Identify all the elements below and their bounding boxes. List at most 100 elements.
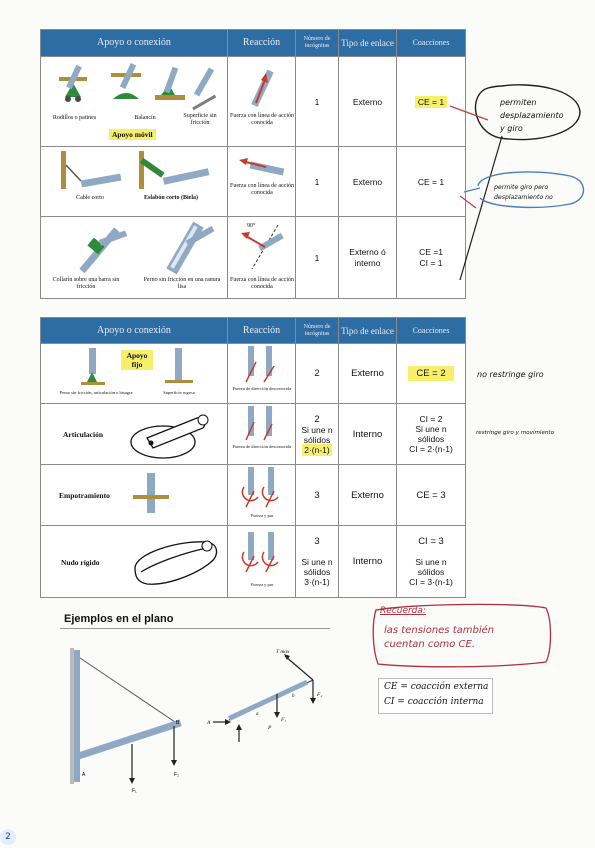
link-type-value: Externo bbox=[338, 56, 397, 147]
label-articulation: Articulación bbox=[63, 430, 103, 439]
unknowns-formula: 3·(n-1) bbox=[304, 577, 330, 587]
constraint-line: sólidos bbox=[417, 567, 445, 577]
unknowns-cell: 3 Si une n sólidos 3·(n-1) bbox=[295, 525, 339, 598]
reaction-force-icon bbox=[245, 346, 275, 383]
note-line: permiten bbox=[500, 98, 537, 107]
examples-title: Ejemplos en el plano bbox=[64, 613, 174, 625]
note-line: desplazamiento no bbox=[494, 194, 553, 201]
support-cell: Collarín sobre una barra sin fricción Pe… bbox=[40, 216, 228, 299]
reaction-cell: Fuerza con línea de acción conocida bbox=[227, 56, 296, 147]
note-bubble-2: permite giro pero desplazamiento no bbox=[494, 183, 586, 203]
collar-pin-slot-icon bbox=[79, 221, 215, 275]
constraint-line: Si une n bbox=[415, 424, 447, 434]
label-f2: F₂ bbox=[317, 692, 323, 698]
reaction-text: Fuerza con línea de acción conocida bbox=[230, 113, 294, 126]
link-type-value: Externo bbox=[338, 343, 397, 404]
reaction-cell: Fuerza de dirección desconocida bbox=[227, 343, 296, 404]
annotation-strokes bbox=[449, 84, 585, 281]
truss-diagram: F₂ F₁ A B bbox=[70, 648, 182, 794]
constraint-line: sólidos bbox=[417, 434, 445, 444]
pin-rough-surface-icon bbox=[81, 348, 193, 385]
constraint-line: CI = 3 bbox=[418, 536, 444, 547]
note-no-restriction: no restringe giro bbox=[477, 370, 544, 379]
header-unknowns: Número de incógnitas bbox=[295, 29, 339, 57]
unknowns-cell: 2 Si une n sólidos 2·(n-1) bbox=[295, 403, 339, 465]
reaction-force-icon bbox=[241, 224, 284, 270]
constraint-cell: CI = 2 Si une n sólidos CI = 2·(n-1) bbox=[396, 403, 466, 465]
examples-divider bbox=[60, 628, 330, 629]
reaction-cell: Fuerza y par bbox=[227, 464, 296, 526]
label-a: A bbox=[207, 720, 211, 726]
reminder-body: las tensiones también cuentan como CE. bbox=[384, 624, 554, 652]
header-constraints: Coacciones bbox=[396, 29, 466, 57]
constraint-value: CE = 2 bbox=[408, 366, 454, 381]
unknowns-value: 1 bbox=[295, 216, 339, 299]
unknowns-value: 3 bbox=[295, 464, 339, 526]
reaction-force-icon bbox=[251, 69, 274, 107]
support-cell: Articulación bbox=[40, 403, 228, 465]
caption-frictionless-surface: Superficie sin fricción bbox=[183, 113, 217, 126]
table-row: Collarín sobre una barra sin fricción Pe… bbox=[40, 216, 466, 299]
header-constraints: Coacciones bbox=[396, 317, 466, 344]
caption-rollers: Rodillos o patines bbox=[52, 115, 97, 121]
unknowns-value: 2 bbox=[314, 413, 320, 425]
note-line: y giro bbox=[500, 124, 523, 133]
link-type-value: Externo bbox=[338, 146, 397, 217]
table-row: Cable corto Eslabón corto (Biela) Fuerza… bbox=[40, 146, 466, 217]
constraint-cell: CI = 3 Si une n sólidos CI = 3·(n-1) bbox=[396, 525, 466, 598]
reminder-line: las tensiones también bbox=[384, 625, 495, 636]
unknowns-value: 1 bbox=[295, 56, 339, 147]
page-number: 2 bbox=[0, 829, 16, 845]
reaction-cell: 90° Fuerza con línea de acción conocida bbox=[227, 216, 296, 299]
caption-short-link: Eslabón corto (Biela) bbox=[144, 195, 198, 201]
reaction-text: Fuerza de dirección desconocida bbox=[232, 444, 292, 449]
support-cell: Nudo rígido bbox=[40, 525, 228, 598]
caption-rocker: Balancín bbox=[134, 115, 156, 121]
constraint-line: Si une n bbox=[415, 557, 447, 567]
note-bubble-1: permiten desplazamiento y giro bbox=[500, 96, 580, 135]
badge-fixed-support: Apoyo fijo bbox=[121, 350, 153, 370]
svg-text:B: B bbox=[176, 720, 180, 726]
reaction-force-icon bbox=[241, 532, 279, 573]
supports-table-1: Apoyo o conexión Reacción Número de incó… bbox=[40, 29, 466, 299]
roller-rocker-surface-icon bbox=[59, 63, 217, 111]
caption-collar: Collarín sobre una barra sin fricción bbox=[52, 277, 120, 290]
constraint-value: CE =1 CI = 1 bbox=[396, 216, 466, 299]
label-b: b bbox=[292, 694, 295, 699]
constraint-line: CI = 2 bbox=[419, 414, 443, 424]
rigid-joint-diagram-icon bbox=[134, 540, 218, 585]
note-line: permite giro pero bbox=[494, 184, 549, 191]
reminder-title: Recuerda: bbox=[380, 606, 426, 616]
reaction-text: Fuerza con línea de acción conocida bbox=[230, 183, 294, 196]
reminder-line: cuentan como CE. bbox=[384, 639, 476, 650]
table-row: Articulación Fuerza de dirección descono… bbox=[40, 403, 466, 465]
support-cell: Apoyo fijo Perno sin fricción, articulac… bbox=[40, 343, 228, 404]
header-support: Apoyo o conexión bbox=[40, 317, 228, 344]
constraint-value: CE = 1 bbox=[414, 95, 448, 108]
header-link-type: Tipo de enlace bbox=[338, 317, 397, 344]
definition-ce: CE = coacción externa bbox=[384, 682, 489, 692]
svg-text:A: A bbox=[82, 772, 86, 778]
header-reaction: Reacción bbox=[227, 317, 296, 344]
label-alpha: a bbox=[256, 712, 259, 717]
definitions-box: CE = coacción externa CI = coacción inte… bbox=[378, 678, 493, 714]
label-f1: F₁ bbox=[281, 717, 287, 723]
fixed-end-icon bbox=[133, 473, 169, 513]
svg-text:F₂: F₂ bbox=[174, 772, 179, 778]
link-type-value: Externo ó interno bbox=[338, 216, 397, 299]
header-support: Apoyo o conexión bbox=[40, 29, 228, 57]
table-row: Empotramiento Fuerza y par 3 Externo CE … bbox=[40, 464, 466, 526]
badge-mobile-support: Apoyo móvil bbox=[109, 129, 156, 140]
reaction-force-icon bbox=[245, 406, 273, 441]
supports-table-2: Apoyo o conexión Reacción Número de incó… bbox=[40, 317, 466, 598]
reaction-text: Fuerza con línea de acción conocida bbox=[230, 277, 294, 290]
support-cell: Empotramiento bbox=[40, 464, 228, 526]
support-cell: Cable corto Eslabón corto (Biela) bbox=[40, 146, 228, 217]
label-fixed-end: Empotramiento bbox=[59, 491, 110, 500]
caption-pin-slot: Perno sin fricción en una ranura lisa bbox=[143, 277, 221, 290]
header-unknowns: Número de incógnitas bbox=[295, 317, 339, 344]
caption-short-cable: Cable corto bbox=[76, 195, 104, 201]
header-reaction: Reacción bbox=[227, 29, 296, 57]
svg-text:F₁: F₁ bbox=[132, 788, 137, 794]
table-row: Apoyo fijo Perno sin fricción, articulac… bbox=[40, 343, 466, 404]
